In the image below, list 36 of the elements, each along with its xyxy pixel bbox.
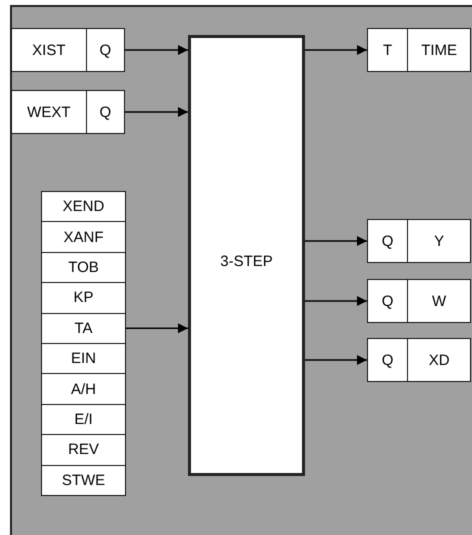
signal-box [11,28,125,72]
parameter-cell: XEND [41,191,126,222]
parameter-cell: XANF [41,221,126,253]
parameter-cell: REV [41,434,126,466]
parameter-cell: STWE [41,464,126,496]
arrow [305,236,367,246]
parameter-cell: TA [41,312,126,344]
signal-box [367,219,471,263]
signal-label: T [382,40,394,60]
signal-label: XIST [31,40,66,60]
signal-box [367,279,471,323]
arrow [305,45,367,55]
signal-box [367,28,471,72]
parameter-cell: EIN [41,343,126,374]
parameter-cell: E/I [41,404,126,436]
arrow [125,45,188,55]
arrow [126,323,188,334]
arrow [305,296,367,306]
signal-label: Q [86,29,124,71]
signal-label: Q [86,91,124,133]
signal-label: Q [380,350,394,370]
signal-label: XD [407,339,470,381]
signal-box [11,90,125,134]
signal-label: Y [407,220,470,262]
parameter-cell: A/H [41,373,126,405]
parameter-cell: TOB [41,252,126,284]
parameter-cell: KP [41,282,126,314]
signal-label: Q [380,292,394,312]
signal-box [367,338,471,382]
signal-label: TIME [407,29,470,71]
signal-label: WEXT [26,102,72,122]
signal-label: W [407,280,470,322]
signal-label: Q [380,232,394,252]
arrow [125,107,188,117]
function-block: 3-STEP [188,35,305,476]
arrow [305,355,367,365]
